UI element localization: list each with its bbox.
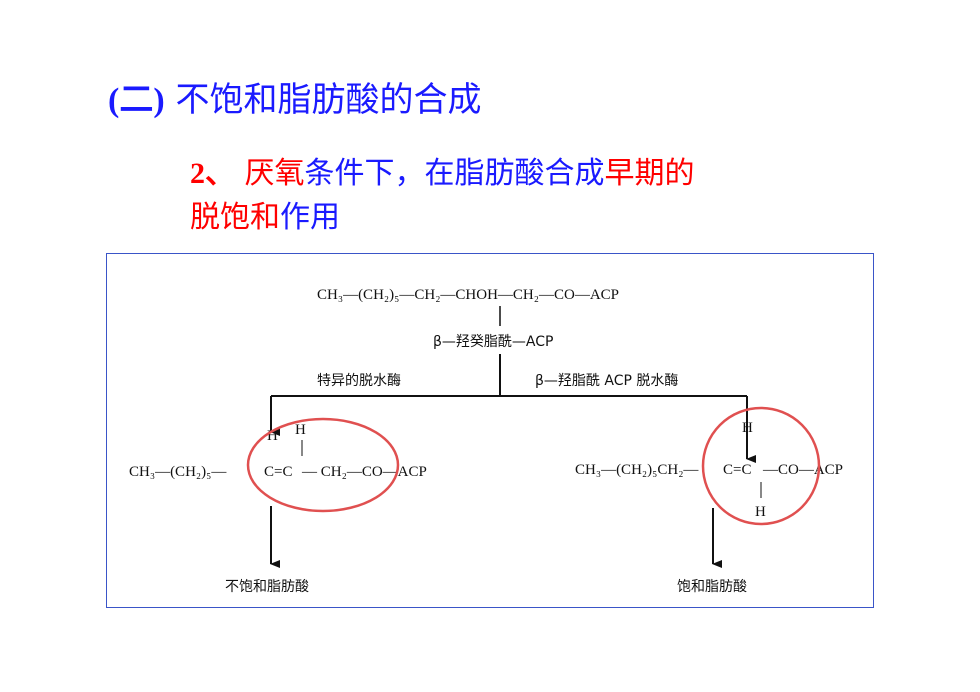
reaction-diagram: CH₃—(CH₂)₅—CH₂—CHOH—CH₂—CO—ACP β—羟癸脂酰—AC… [106,253,874,608]
right-chain: CH₃—(CH₂)₅CH₂— [575,462,699,478]
point-part-anaerobic: 厌氧 [244,156,305,191]
enzyme-left-label: 特异的脱水酶 [317,373,401,389]
right-tail: —CO—ACP [762,462,843,478]
slide-heading: (二) 不饱和脂肪酸的合成 [108,72,481,121]
enzyme-right-label: β—羟脂酰 ACP 脱水酶 [535,373,678,389]
right-h-top: H [742,420,753,436]
substrate-name: β—羟癸脂酰—ACP [433,334,553,350]
point-text: 2、 厌氧条件下，在脂肪酸合成早期的 脱饱和作用 [190,152,830,240]
left-core: C=C [264,464,292,480]
left-h2: H [295,422,306,438]
left-tail: — CH₂—CO—ACP [301,464,427,480]
right-h-bottom: H [755,504,766,520]
heading-text: 不饱和脂肪酸的合成 [175,80,482,120]
left-highlight-circle [246,417,400,513]
reaction-diagram-svg: CH₃—(CH₂)₅—CH₂—CHOH—CH₂—CO—ACP β—羟癸脂酰—AC… [129,287,843,595]
product-left-label: 不饱和脂肪酸 [225,579,309,595]
point-part-effect: 作用 [280,200,340,235]
left-h1: H [267,428,278,444]
point-part-early: 早期的 [604,156,695,191]
point-part-condition: 条件下，在脂肪酸合成 [304,156,605,191]
right-highlight-circle [701,406,821,526]
point-part-desaturation: 脱饱和 [190,200,280,235]
left-chain: CH₃—(CH₂)₅— [129,464,227,480]
point-number: 2、 [190,157,235,190]
product-right-label: 饱和脂肪酸 [677,579,747,595]
right-core: C=C [723,462,751,478]
substrate-formula: CH₃—(CH₂)₅—CH₂—CHOH—CH₂—CO—ACP [317,287,619,303]
heading-prefix: (二) [108,82,165,119]
